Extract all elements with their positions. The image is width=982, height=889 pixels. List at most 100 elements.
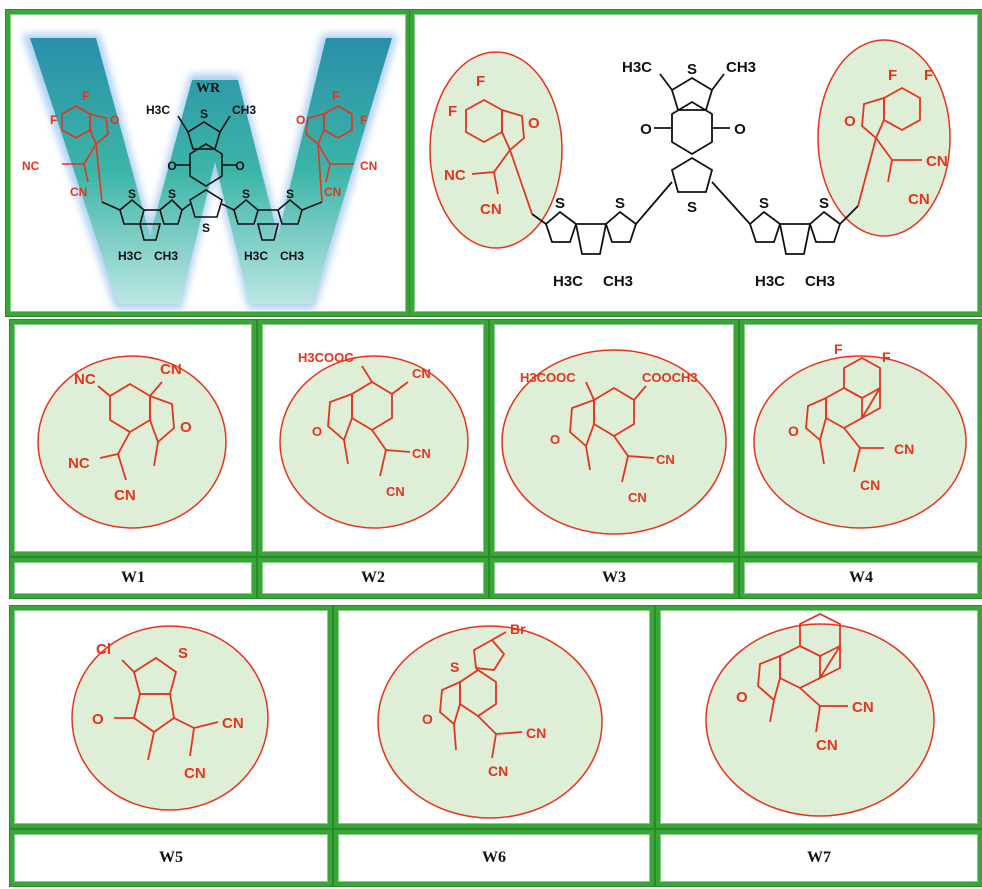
main-ch3-right: CH3 [805,273,835,290]
main-ch3-top: CH3 [726,59,756,76]
w3-label: W3 [490,558,738,598]
main-f-right-2: F [924,67,933,84]
w7-structure: O CN CN [705,612,935,817]
w1-nc-top: NC [74,371,96,388]
main-f-right-1: F [888,67,897,84]
main-cn-right-2: CN [908,191,930,208]
wr-f-left-2: F [82,89,89,103]
wr-nc-left: NC [22,159,40,173]
wr-title: WR [196,81,221,96]
main-f-left-1: F [448,103,457,120]
w2-panel: H3COOC CN O CN CN [258,320,488,556]
w3-panel: H3COOC COOCH3 O CN CN [490,320,738,556]
w5-cl: Cl [96,641,111,658]
w4-f-right: F [882,349,891,365]
w6-cn-right: CN [526,725,546,741]
wr-s-1: S [128,187,136,201]
wr-panel: WR [6,10,410,316]
w6-br: Br [510,621,526,637]
w1-label: W1 [10,558,256,598]
w3-cooch3: COOCH3 [642,370,698,385]
w7-cn-right: CN [852,699,874,716]
wr-cn-right-1: CN [360,159,377,173]
w7-panel: O CN CN [656,606,982,828]
wr-o-left: O [167,159,176,173]
w4-structure: F F O CN CN [753,341,967,529]
wr-ch3-right: CH3 [280,249,304,263]
wr-o-red-left: O [110,113,119,127]
w6-s: S [450,659,459,675]
wr-s-4: S [286,187,294,201]
w1-panel: NC CN O NC CN [10,320,256,556]
wr-h3c-right: H3C [244,249,268,263]
wr-o-red-right: O [296,113,305,127]
w2-h3cooc: H3COOC [298,350,354,365]
w1-cn-bottom: CN [114,487,136,504]
wr-cn-right-2: CN [324,185,341,199]
w5-structure: Cl S O CN CN [71,625,269,811]
main-s-top: S [687,61,697,78]
wr-cn-left: CN [70,185,87,199]
main-o-right: O [734,121,746,138]
wr-o-right: O [235,159,244,173]
w2-cn-right: CN [412,446,431,461]
w4-label: W4 [740,558,982,598]
w6-structure: Br S O CN CN [377,621,603,819]
w1-cn-top: CN [160,361,182,378]
w1-structure: NC CN O NC CN [37,355,227,529]
w1-o: O [180,419,192,436]
w2-cn-top: CN [412,366,431,381]
main-s-1: S [555,195,565,212]
main-h3c-right: H3C [755,273,785,290]
main-o-red-right: O [844,113,856,130]
w3-cn-right: CN [656,452,675,467]
w5-cn-right: CN [222,715,244,732]
wr-h3c-left: H3C [118,249,142,263]
main-ch3-left: CH3 [603,273,633,290]
w5-panel: Cl S O CN CN [10,606,332,828]
w4-f-left: F [834,341,843,357]
main-h3c-top: H3C [622,59,652,76]
w2-label: W2 [258,558,488,598]
main-s-2: S [615,195,625,212]
main-f-left-2: F [476,73,485,90]
right-end-group-highlight [817,39,951,237]
w5-cn-bottom: CN [184,765,206,782]
w5-label: W5 [10,830,332,886]
main-s-4: S [819,195,829,212]
w1-nc-bottom: NC [68,455,90,472]
main-s-3: S [759,195,769,212]
main-nc-left: NC [444,167,466,184]
w5-s: S [178,645,188,662]
w6-o: O [422,711,433,727]
wr-f-left-1: F [50,113,57,127]
w6-label: W6 [334,830,654,886]
w2-o: O [312,424,322,439]
main-o-red-left: O [528,115,540,132]
w2-structure: H3COOC CN O CN CN [279,350,469,529]
wr-h3c-top: H3C [146,103,170,117]
left-end-group-highlight [429,51,563,249]
w5-o: O [92,711,104,728]
wr-s-3: S [242,187,250,201]
w4-cn-right: CN [894,441,914,457]
main-s-center: S [687,199,697,216]
wr-f-right-2: F [332,89,339,103]
w6-panel: Br S O CN CN [334,606,654,828]
w7-cn-bottom: CN [816,737,838,754]
main-cn-right-1: CN [926,153,948,170]
w3-structure: H3COOC COOCH3 O CN CN [501,349,727,535]
main-o-left: O [640,121,652,138]
main-h3c-left: H3C [553,273,583,290]
w4-panel: F F O CN CN [740,320,982,556]
w4-o: O [788,423,799,439]
w2-cn-bottom: CN [386,484,405,499]
wr-ch3-top: CH3 [232,103,256,117]
w4-cn-bottom: CN [860,477,880,493]
wr-structure: WR [22,34,398,309]
wr-s-center: S [202,221,210,235]
w3-o: O [550,432,560,447]
wr-s-top: S [200,107,208,121]
wr-f-right-1: F [360,113,367,127]
